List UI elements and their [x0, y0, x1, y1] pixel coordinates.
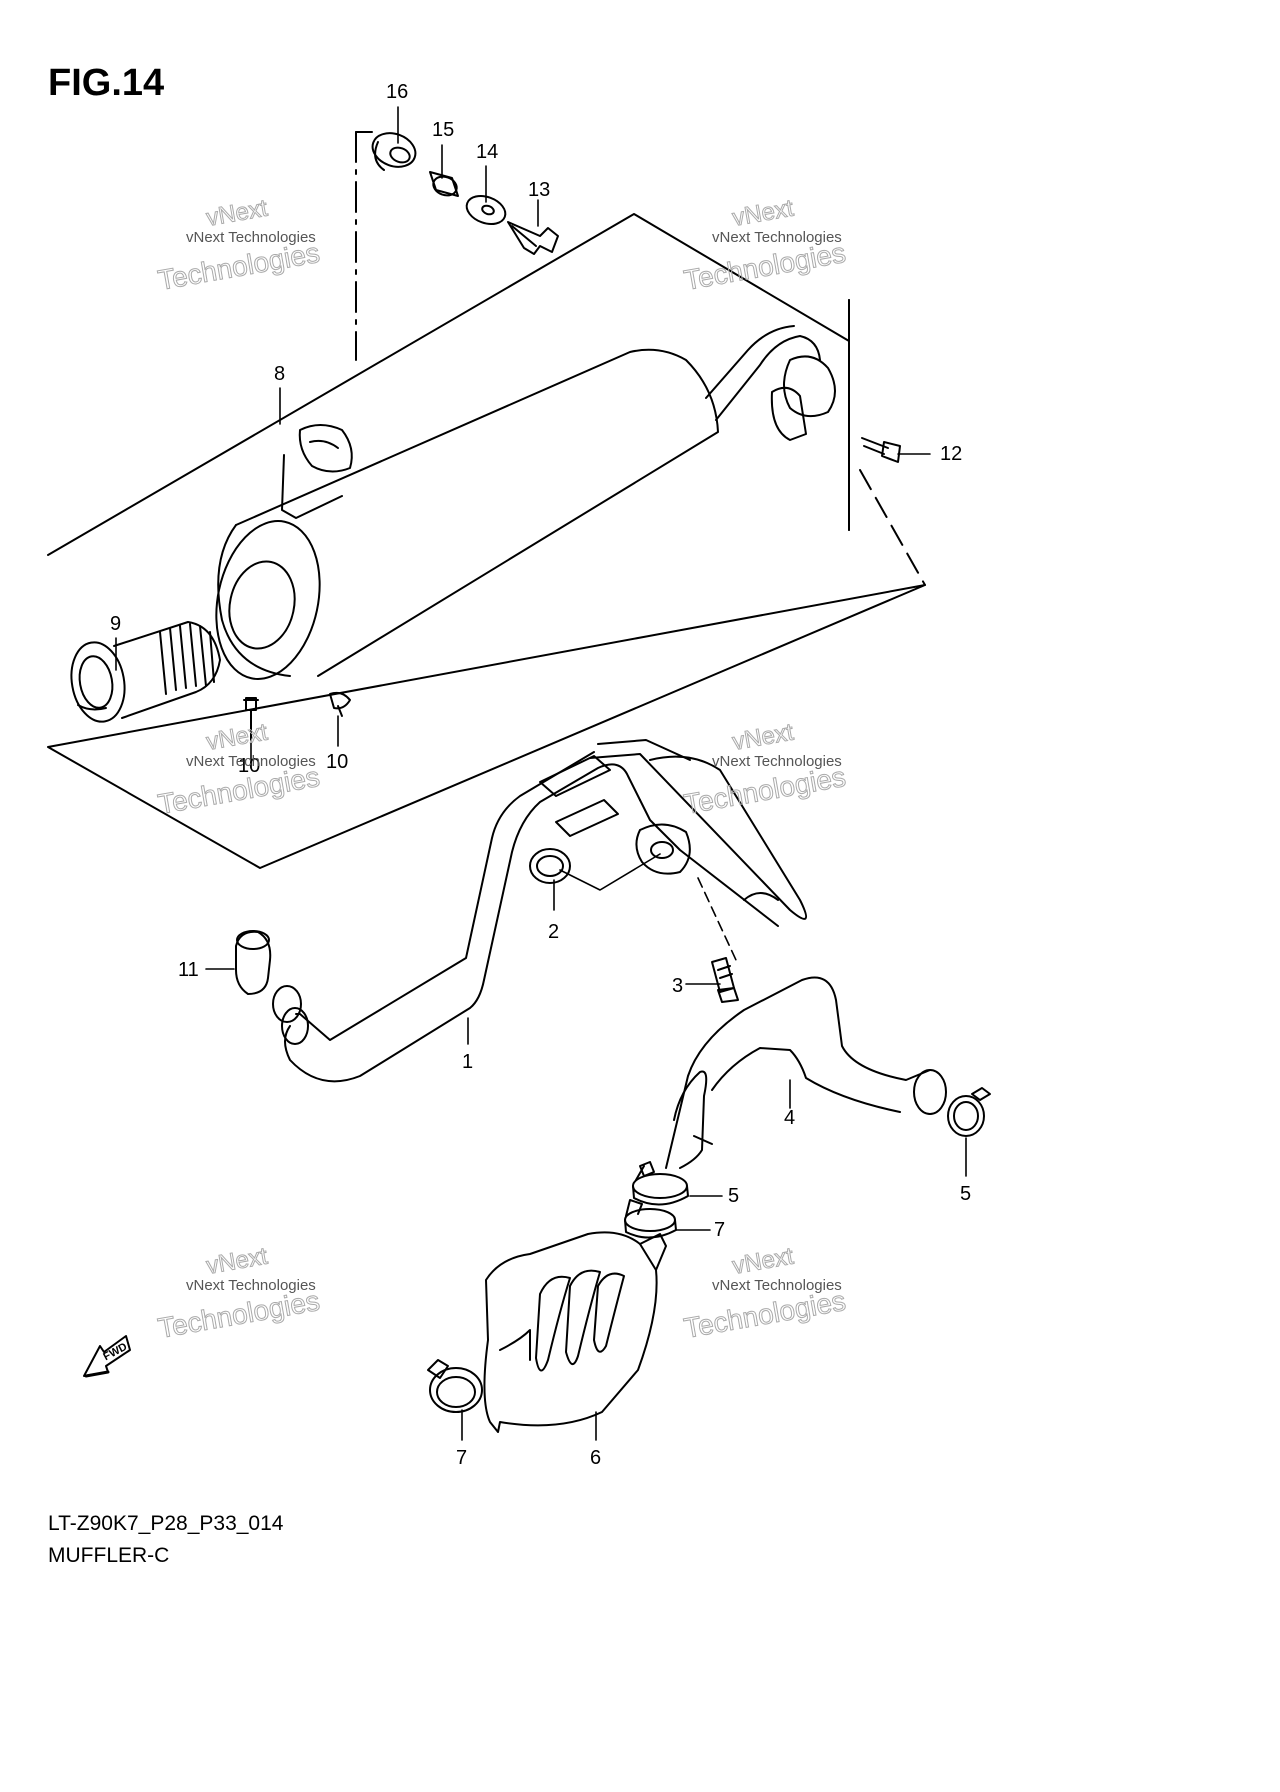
callout-9: 9 — [110, 613, 121, 635]
svg-text:vNext: vNext — [204, 1243, 269, 1280]
clamp-7b — [427, 1359, 483, 1413]
muffler-body — [215, 325, 836, 680]
tailpipe-spark-arrestor — [70, 621, 221, 723]
svg-text:vNext: vNext — [204, 195, 269, 232]
collar-15 — [429, 171, 459, 197]
bolt-13 — [507, 221, 559, 255]
screw-10a — [243, 697, 259, 741]
callout-15: 15 — [432, 119, 454, 141]
screw-10b — [329, 691, 351, 717]
clamp-5a — [632, 1161, 689, 1206]
callout-numbers: 16 15 14 13 8 12 9 10 10 11 2 3 1 4 5 5 … — [110, 81, 971, 1469]
callout-5-left: 5 — [728, 1185, 739, 1207]
watermarks: vNext Technologies vNext Technologies vN… — [155, 194, 848, 1344]
svg-text:vNext Technologies: vNext Technologies — [186, 229, 316, 246]
callout-12: 12 — [940, 443, 962, 465]
svg-text:vNext Technologies: vNext Technologies — [712, 1277, 842, 1294]
washer-14 — [465, 194, 507, 226]
callout-1: 1 — [462, 1051, 473, 1073]
callout-4: 4 — [784, 1107, 795, 1129]
model-code-caption: LT-Z90K7_P28_P33_014 — [48, 1512, 284, 1535]
joint-11 — [235, 930, 272, 995]
callout-3: 3 — [672, 975, 683, 997]
fwd-arrow-icon — [83, 1335, 131, 1378]
svg-text:vNext Technologies: vNext Technologies — [712, 753, 842, 770]
watermark-top-right: vNext Technologies vNext Technologies — [681, 194, 848, 296]
svg-text:vNext: vNext — [730, 719, 795, 756]
exhaust-pipe-1 — [272, 739, 808, 1083]
bolt-3 — [711, 957, 739, 1003]
section-name-caption: MUFFLER-C — [48, 1544, 170, 1567]
gasket-2 — [529, 848, 571, 884]
connecting-pipe-4 — [665, 976, 947, 1169]
svg-text:vNext Technologies: vNext Technologies — [186, 753, 316, 770]
figure-title: FIG.14 — [48, 62, 165, 104]
watermark-bottom-left: vNext Technologies vNext Technologies — [155, 1242, 322, 1344]
callout-13: 13 — [528, 179, 550, 201]
clamp-5b — [947, 1087, 991, 1137]
callout-16: 16 — [386, 81, 408, 103]
grommet-16 — [371, 132, 417, 171]
callout-2: 2 — [548, 921, 559, 943]
svg-text:vNext: vNext — [204, 719, 269, 756]
svg-text:vNext: vNext — [730, 1243, 795, 1280]
watermark-bottom-right: vNext Technologies vNext Technologies — [681, 1242, 848, 1344]
watermark-mid-left: vNext Technologies vNext Technologies — [155, 718, 322, 820]
dash-line-right — [859, 469, 926, 586]
svg-text:vNext: vNext — [730, 195, 795, 232]
clamp-7a — [624, 1199, 677, 1239]
watermark-top-left: vNext Technologies vNext Technologies — [155, 194, 322, 296]
callout-7-upper: 7 — [714, 1219, 725, 1241]
heat-shield-6 — [483, 1231, 667, 1433]
callout-11: 11 — [178, 959, 199, 981]
callout-6: 6 — [590, 1447, 601, 1469]
callout-14: 14 — [476, 141, 498, 163]
bolt-12 — [861, 437, 901, 463]
callout-5-right: 5 — [960, 1183, 971, 1205]
callout-8: 8 — [274, 363, 285, 385]
leader-lines — [115, 106, 967, 1441]
callout-7-lower: 7 — [456, 1447, 467, 1469]
watermark-mid-right: vNext Technologies vNext Technologies — [681, 718, 848, 820]
svg-text:vNext Technologies: vNext Technologies — [712, 229, 842, 246]
callout-10-right: 10 — [326, 751, 348, 773]
svg-text:vNext Technologies: vNext Technologies — [186, 1277, 316, 1294]
callout-10-left: 10 — [238, 755, 260, 777]
